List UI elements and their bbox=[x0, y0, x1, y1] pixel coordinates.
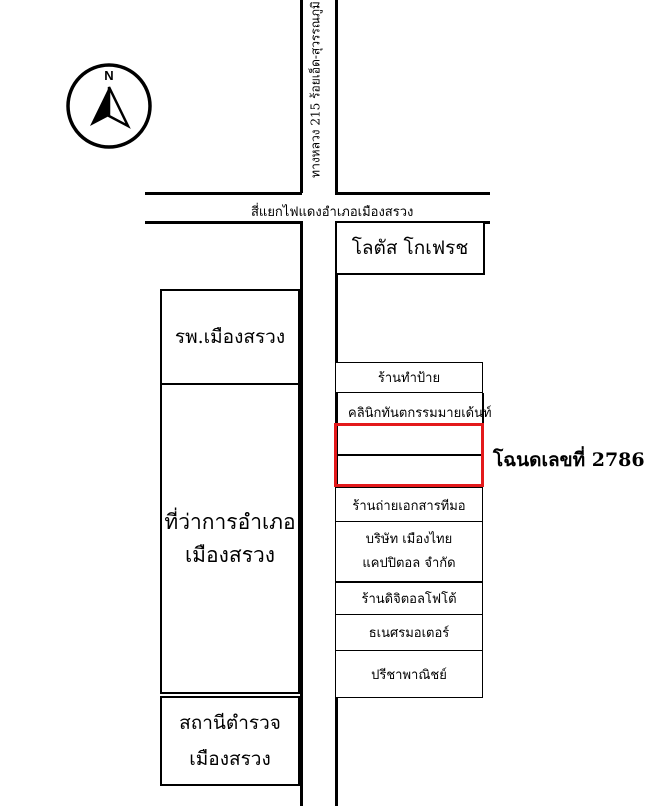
compass-north-label: N bbox=[104, 68, 113, 83]
district-office-label-line2: เมืองสรวง bbox=[184, 542, 276, 567]
copy-shop-label: ร้านถ่ายเอกสารทีมอ bbox=[352, 498, 466, 514]
dental-clinic-label: คลินิกทันตกรรมมายเด้นท์ bbox=[348, 406, 492, 421]
road-edge bbox=[145, 221, 302, 224]
company-label-line1: บริษัท เมืองไทย bbox=[365, 532, 453, 548]
highway-215-label: ทางหลวง 215 ร้อยเอ็ด-สุวรรณภูมิ bbox=[308, 1, 323, 178]
land-deed-highlight bbox=[334, 423, 484, 487]
company-label-line2: แคปปิตอล จำกัด bbox=[362, 555, 456, 571]
sign-shop-label: ร้านทำป้าย bbox=[377, 371, 441, 386]
road-edge bbox=[335, 192, 490, 195]
road-edge bbox=[335, 0, 338, 193]
motor-shop-label: ธเนศรมอเตอร์ bbox=[368, 626, 450, 641]
police-station-label-line2: เมืองสรวง bbox=[189, 748, 271, 770]
sign-shop-building: ร้านทำป้าย bbox=[335, 362, 483, 393]
district-office-building: ที่ว่าการอำเภอ เมืองสรวง bbox=[160, 383, 300, 694]
north-compass-icon: N bbox=[66, 63, 152, 149]
copy-shop-building: ร้านถ่ายเอกสารทีมอ bbox=[335, 487, 483, 523]
police-station-label-line1: สถานีตำรวจ bbox=[179, 711, 281, 734]
lotus-store-label: โลตัส โกเฟรช bbox=[351, 237, 469, 259]
road-edge bbox=[300, 221, 303, 806]
lotus-store-building: โลตัส โกเฟรช bbox=[335, 221, 485, 275]
motor-shop-building: ธเนศรมอเตอร์ bbox=[335, 614, 483, 651]
digital-photo-building: ร้านดิจิตอลโฟโต้ bbox=[335, 582, 483, 615]
hospital-label: รพ.เมืองสรวง bbox=[174, 326, 286, 348]
hospital-building: รพ.เมืองสรวง bbox=[160, 289, 300, 385]
land-deed-label: โฉนดเลขที่ 2786 bbox=[493, 449, 645, 471]
plot-edge bbox=[482, 393, 484, 427]
company-building: บริษัท เมืองไทย แคปปิตอล จำกัด bbox=[335, 521, 483, 582]
plot-divider bbox=[335, 454, 483, 456]
pricha-shop-label: ปรีชาพาณิชย์ bbox=[371, 667, 447, 683]
road-edge bbox=[300, 0, 303, 193]
police-station-building: สถานีตำรวจ เมืองสรวง bbox=[160, 696, 300, 786]
district-office-label-line1: ที่ว่าการอำเภอ bbox=[164, 509, 296, 534]
pricha-shop-building: ปรีชาพาณิชย์ bbox=[335, 650, 483, 698]
intersection-label: สี่แยกไฟแดงอำเภอเมืองสรวง bbox=[251, 205, 414, 220]
road-edge bbox=[145, 192, 302, 195]
digital-photo-label: ร้านดิจิตอลโฟโต้ bbox=[361, 592, 457, 607]
